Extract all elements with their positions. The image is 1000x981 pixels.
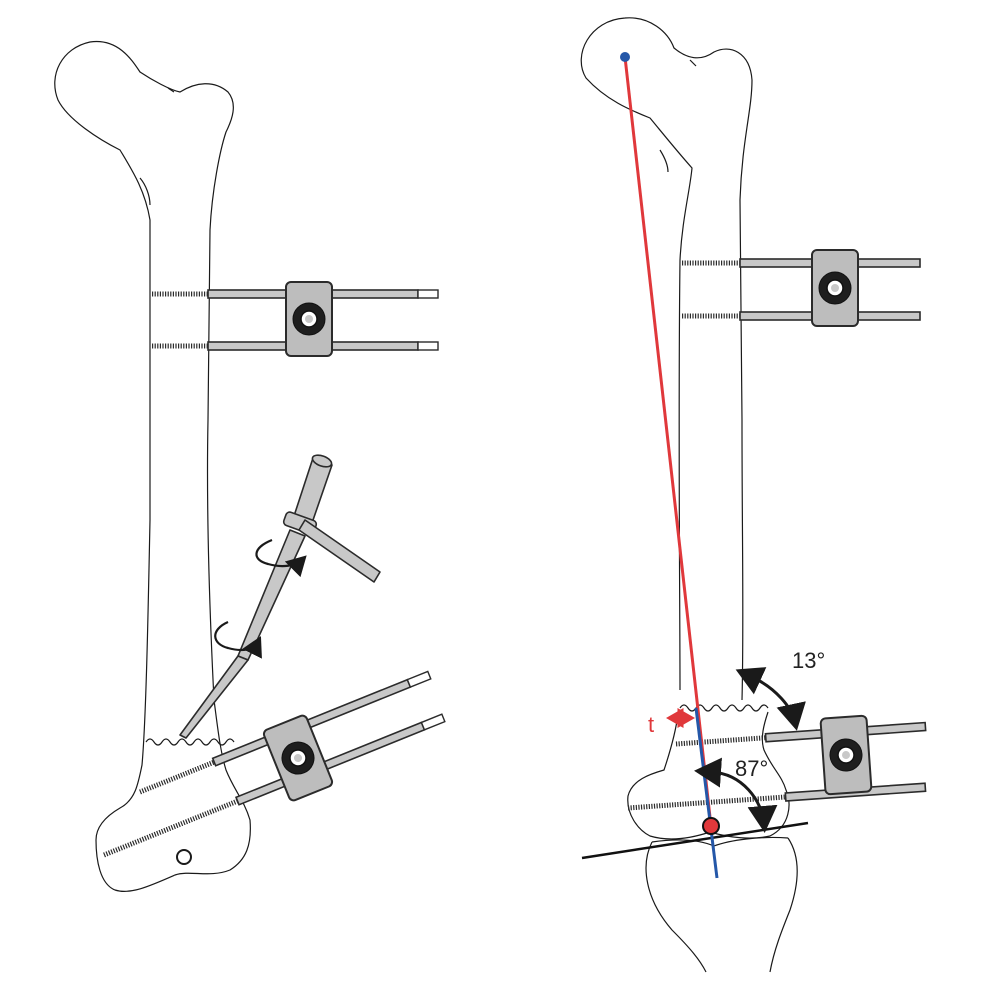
angle-arrow-icon xyxy=(694,757,778,833)
left-femur-outline xyxy=(54,40,251,892)
mechanical-axis-line xyxy=(623,56,713,827)
angle-lower-label: 87° xyxy=(735,756,768,781)
right-panel: t 13° 87° xyxy=(580,17,927,973)
left-proximal-clamp xyxy=(285,281,333,357)
right-tibia xyxy=(645,837,798,973)
rotation-arrow-icon xyxy=(214,620,262,659)
right-osteotomy-line xyxy=(679,704,769,712)
left-trochanter-line xyxy=(139,177,151,206)
angle-arrow-icon xyxy=(735,667,806,731)
femoral-head-center xyxy=(620,52,630,62)
left-panel xyxy=(54,40,446,892)
left-pivot-marker xyxy=(176,849,192,865)
right-neck-mark xyxy=(689,59,697,67)
left-distal-clamp xyxy=(262,714,334,802)
angle-upper-label: 13° xyxy=(792,648,825,673)
right-distal-clamp xyxy=(819,714,873,796)
translation-label: t xyxy=(648,712,654,737)
rotation-arrow-icon xyxy=(255,538,307,578)
left-osteotomy-line xyxy=(145,738,235,746)
right-femur-outline xyxy=(580,17,753,701)
right-proximal-clamp xyxy=(811,249,859,327)
left-distal-pin-1 xyxy=(139,670,432,795)
knee-center-marker xyxy=(702,817,720,835)
left-neck-mark xyxy=(167,87,175,93)
right-trochanter-line xyxy=(659,149,669,173)
